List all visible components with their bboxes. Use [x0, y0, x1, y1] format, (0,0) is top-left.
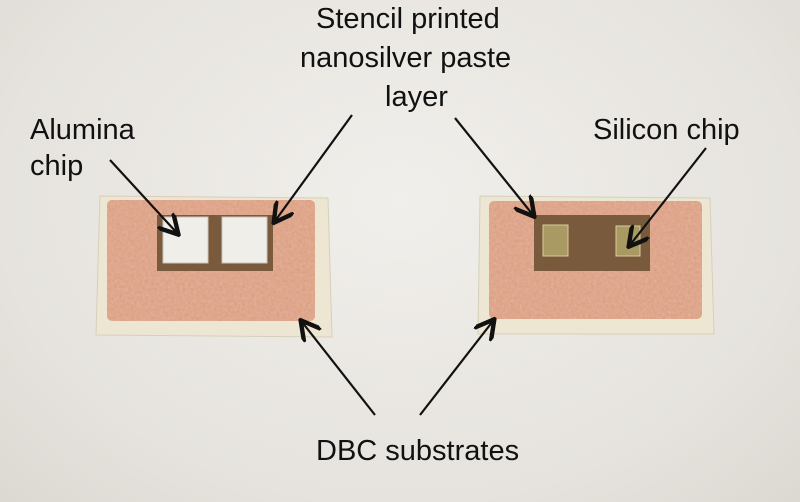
dbc-substrate-right	[477, 195, 715, 335]
label-stencil-line1: Stencil printed	[316, 3, 500, 35]
silicon-chip	[615, 225, 641, 257]
label-dbc-substrates: DBC substrates	[316, 435, 520, 467]
label-silicon-chip: Silicon chip	[593, 114, 740, 146]
dbc-substrate-left	[95, 195, 333, 338]
label-alumina-line2: chip	[30, 150, 84, 182]
label-stencil-line3: layer	[385, 81, 448, 113]
label-stencil-line2: nanosilver paste	[300, 42, 512, 74]
silicon-chip	[542, 224, 569, 257]
label-alumina-line1: Alumina	[30, 114, 135, 146]
annotation-arrows	[109, 114, 707, 416]
alumina-chip	[221, 216, 268, 264]
